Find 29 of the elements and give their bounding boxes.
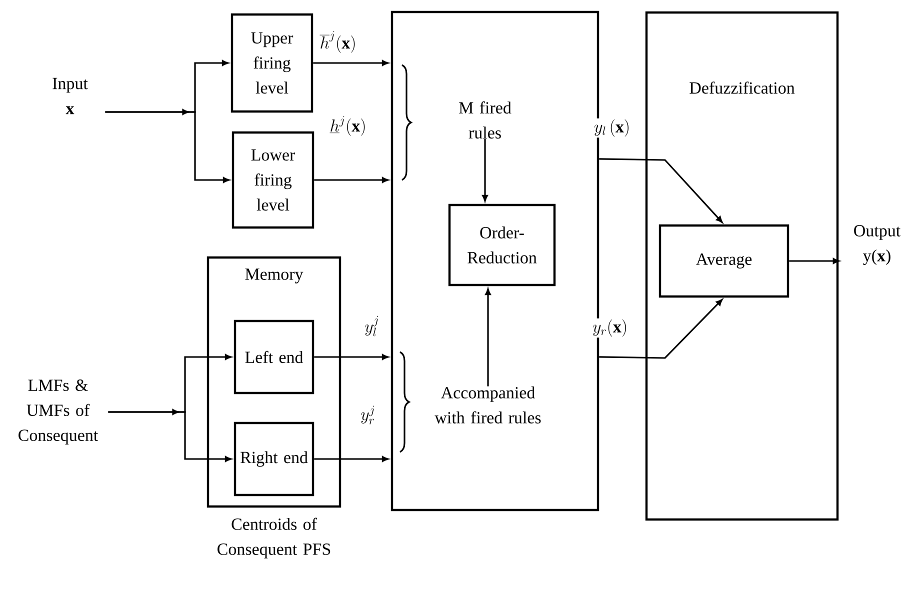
edge-label: $y_{r}(\mathbf{x})$ bbox=[591, 318, 629, 338]
process-box: Order-Reduction bbox=[448, 204, 556, 286]
edge-label: $y_{r}^{j}$ bbox=[360, 404, 376, 426]
arrow bbox=[108, 411, 232, 462]
process-box: Left end bbox=[234, 320, 314, 394]
input-label: Input x bbox=[52, 78, 88, 114]
edge-label: $y_{l}^{j}$ bbox=[364, 314, 380, 338]
arrow bbox=[314, 177, 389, 183]
node-label: Centroids of Consequent PFS bbox=[218, 518, 330, 558]
arrow bbox=[314, 456, 389, 462]
process-box: Upper firing level bbox=[230, 13, 314, 113]
arrow bbox=[599, 158, 723, 223]
edge-label: $y_{l}\,(\mathbf{x})$ bbox=[592, 118, 632, 138]
arrow bbox=[314, 354, 389, 360]
arrow bbox=[482, 138, 488, 202]
process-box: Right end bbox=[234, 422, 314, 496]
arrow bbox=[485, 288, 491, 386]
edge-label: $\underline{h}^{j}(\mathbf{x})$ bbox=[328, 115, 368, 137]
output-label: Output y(x) bbox=[854, 225, 901, 265]
arrow bbox=[105, 111, 230, 183]
rules-label: M fired rules bbox=[459, 101, 512, 139]
process-box: Average bbox=[658, 224, 790, 298]
arrow bbox=[599, 299, 723, 359]
arrow bbox=[313, 60, 389, 66]
input-label: LMFs & UMFs of Consequent bbox=[18, 380, 98, 444]
edge-label: $\overline{h}^{j}(\mathbf{x})$ bbox=[318, 30, 358, 54]
process-box: Lower firing level bbox=[232, 131, 314, 229]
rules-label: Accompanied with fired rules bbox=[434, 386, 541, 424]
arrow bbox=[789, 258, 840, 264]
